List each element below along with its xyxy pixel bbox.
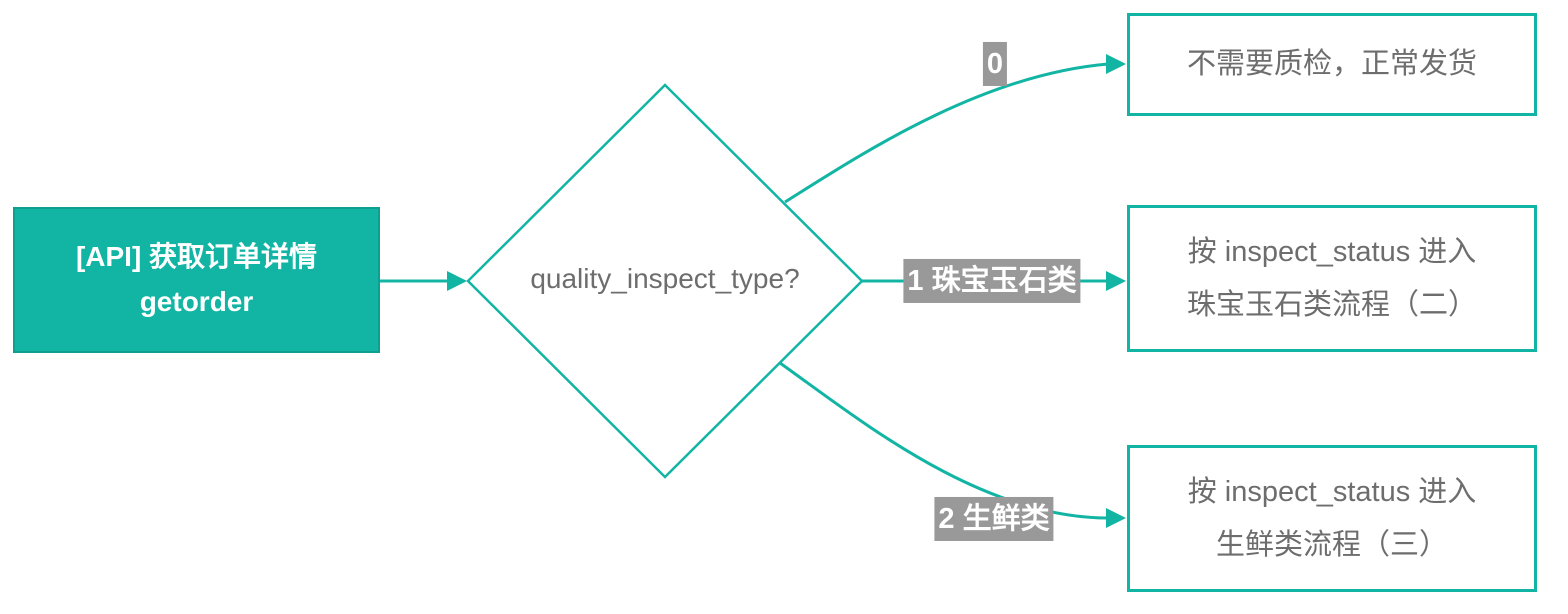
edge-label-1-jewelry: 1 珠宝玉石类 bbox=[903, 258, 1081, 304]
arrowhead-top bbox=[1106, 54, 1126, 74]
decision-diamond-shape bbox=[466, 83, 864, 479]
result-box-no-inspection: 不需要质检，正常发货 bbox=[1127, 13, 1537, 116]
api-node-line2: getorder bbox=[139, 286, 254, 317]
result-mid-line2: 珠宝玉石类流程（二） bbox=[1186, 288, 1477, 321]
result-bottom-line2: 生鲜类流程（三） bbox=[1215, 528, 1448, 561]
decision-label: quality_inspect_type? bbox=[530, 263, 800, 294]
result-top-text: 不需要质检，正常发货 bbox=[1186, 48, 1477, 81]
api-node: [API] 获取订单详情 getorder bbox=[13, 207, 380, 353]
edge-label-2-fresh: 2 生鲜类 bbox=[934, 496, 1054, 542]
result-box-jewelry-flow: 按 inspect_status 进入 珠宝玉石类流程（二） bbox=[1127, 205, 1537, 352]
arrowhead-bottom bbox=[1106, 508, 1126, 528]
edge-decision-to-top bbox=[784, 62, 1109, 204]
api-node-line1: [API] 获取订单详情 bbox=[75, 241, 318, 273]
result-mid-line1: 按 inspect_status 进入 bbox=[1187, 236, 1477, 269]
edge-decision-to-bottom bbox=[779, 361, 1109, 520]
result-box-fresh-flow: 按 inspect_status 进入 生鲜类流程（三） bbox=[1127, 445, 1537, 592]
edge-label-0: 0 bbox=[982, 41, 1008, 87]
result-bottom-line1: 按 inspect_status 进入 bbox=[1187, 476, 1477, 509]
arrowhead-middle bbox=[1106, 271, 1126, 291]
arrowhead-decision bbox=[447, 271, 467, 291]
